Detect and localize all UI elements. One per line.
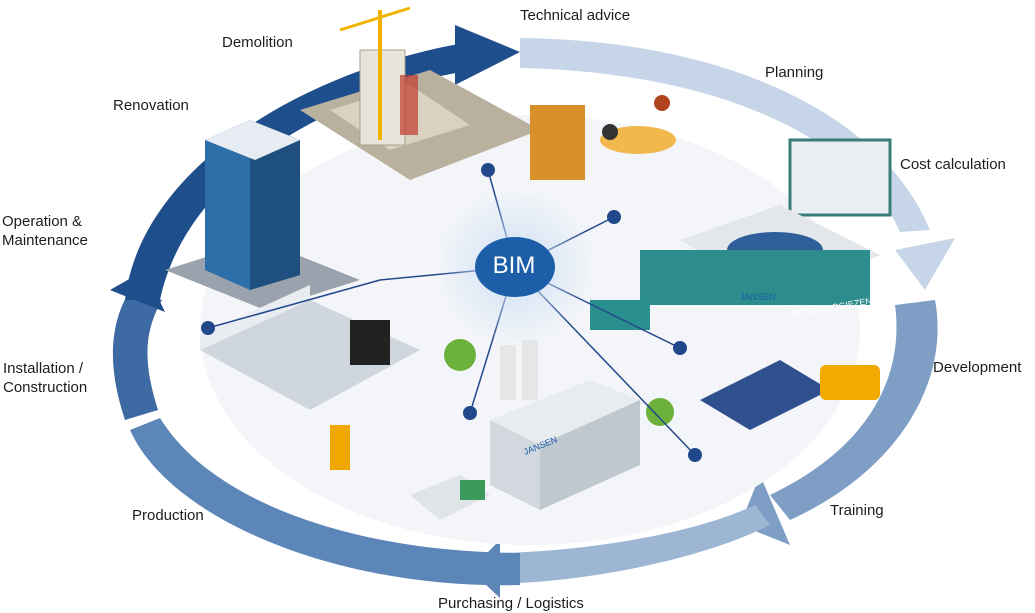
label-development: Development bbox=[933, 359, 1022, 376]
ring-segment-planning bbox=[520, 38, 930, 232]
bim-hub-label: BIM bbox=[492, 252, 536, 279]
network-node bbox=[481, 163, 495, 177]
network-node bbox=[201, 321, 215, 335]
construction-site-illustration bbox=[300, 6, 540, 180]
label-cost-calculation: Cost calculation bbox=[900, 156, 1006, 173]
network-node bbox=[463, 406, 477, 420]
ring-segment-purchasing bbox=[500, 505, 770, 584]
factory-building-illustration bbox=[444, 339, 674, 510]
label-purchasing-logistics: Purchasing / Logistics bbox=[438, 595, 584, 612]
ring-segment-installation bbox=[112, 290, 162, 420]
label-operation-line-1: Operation & bbox=[2, 213, 83, 230]
board-sign: JANSEN bbox=[740, 292, 776, 302]
label-production: Production bbox=[132, 507, 204, 524]
label-renovation: Renovation bbox=[113, 97, 189, 114]
network-node bbox=[688, 448, 702, 462]
label-installation-construction: Installation / Construction bbox=[3, 359, 87, 397]
training-area-illustration bbox=[590, 300, 880, 430]
ring-segment-development bbox=[770, 300, 938, 520]
label-operation-maintenance: Operation & Maintenance bbox=[2, 212, 88, 250]
lifecycle-ring bbox=[110, 25, 955, 598]
label-training: Training bbox=[830, 502, 884, 519]
network-node bbox=[673, 341, 687, 355]
network-node bbox=[607, 210, 621, 224]
office-tower-illustration bbox=[165, 120, 360, 310]
label-planning: Planning bbox=[765, 64, 824, 81]
label-technical-advice: Technical advice bbox=[520, 7, 631, 24]
label-installation-line-1: Installation / bbox=[3, 360, 84, 377]
ring-segment-operation bbox=[125, 42, 472, 300]
meeting-room-illustration bbox=[640, 138, 892, 305]
planning-desk-illustration bbox=[530, 95, 676, 180]
label-operation-line-2: Maintenance bbox=[2, 232, 88, 249]
bim-network bbox=[201, 163, 702, 462]
bim-hub bbox=[475, 237, 555, 297]
production-hall-illustration bbox=[200, 285, 420, 470]
truck-illustration bbox=[410, 475, 490, 520]
label-installation-line-2: Construction bbox=[3, 379, 88, 396]
label-demolition: Demolition bbox=[222, 34, 293, 51]
